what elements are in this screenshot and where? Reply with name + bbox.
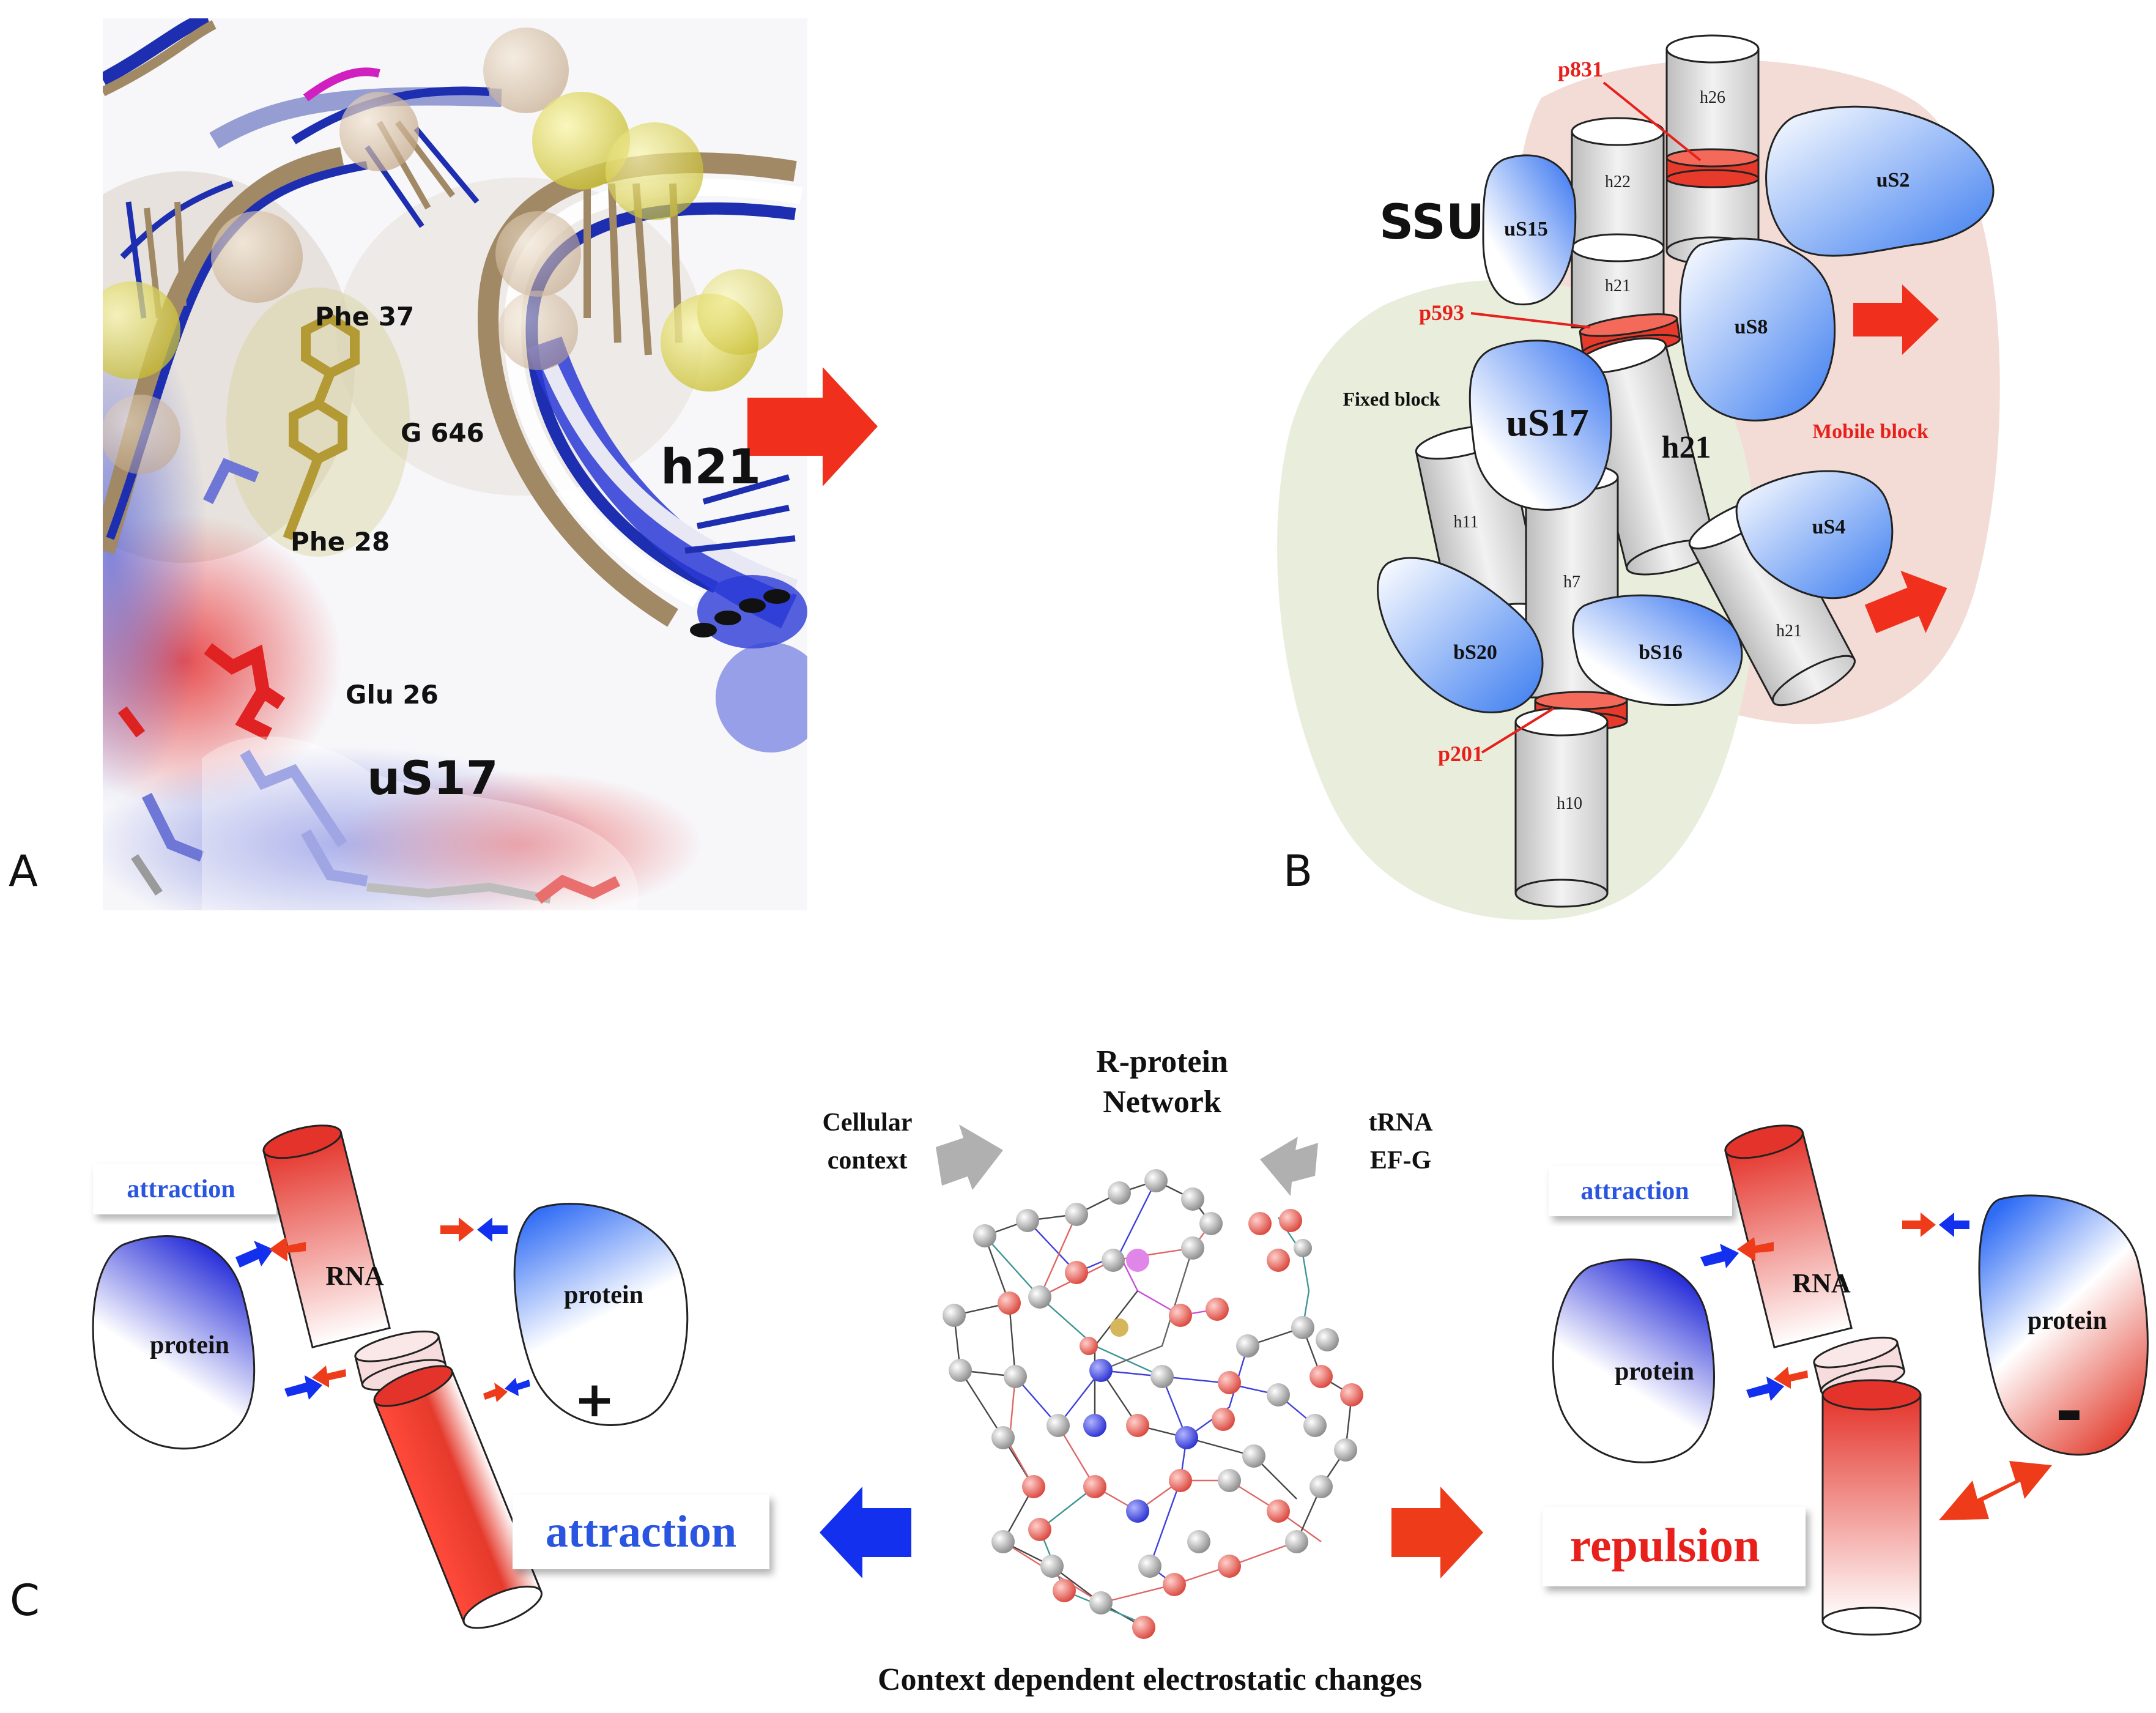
site-label-p593: p593 bbox=[1419, 300, 1464, 325]
input-right-line1: tRNA bbox=[1369, 1109, 1434, 1137]
input-right-line2: EF-G bbox=[1370, 1146, 1431, 1175]
force-arrows-left bbox=[235, 1217, 530, 1402]
scheme-repulsion: attraction protein protein RNA - bbox=[1543, 1124, 2149, 1636]
charge-plus: + bbox=[574, 1371, 615, 1428]
site-label-p201: p201 bbox=[1438, 741, 1483, 766]
force-arrows-right bbox=[1700, 1213, 1969, 1401]
network-graph bbox=[943, 1169, 1363, 1639]
panel-letter-b: B bbox=[1283, 846, 1313, 896]
network-panel: R-protein Network Cellular context tRNA … bbox=[820, 1044, 1483, 1697]
protein-uS17 bbox=[1469, 340, 1612, 511]
attraction-big-label: attraction bbox=[546, 1507, 736, 1557]
protein-bS20 bbox=[1377, 557, 1544, 713]
panel-a: Phe 37 G 646 Phe 28 Glu 26 h21 uS17 A bbox=[9, 18, 878, 910]
protein-uS8 bbox=[1679, 237, 1836, 422]
h21-motion-arrow bbox=[747, 367, 878, 486]
helix-label-h22: h22 bbox=[1605, 173, 1631, 191]
helix-h21-main bbox=[1575, 337, 1717, 576]
mobile-arrow-lower bbox=[1864, 570, 1947, 634]
rna-label-left: RNA bbox=[325, 1261, 384, 1291]
protein-label-bs16: bS16 bbox=[1639, 641, 1683, 664]
protein-label-us4: uS4 bbox=[1812, 516, 1846, 538]
protein-label-left-b: protein bbox=[1615, 1358, 1694, 1386]
label-glu26: Glu 26 bbox=[346, 680, 439, 710]
rna-cylinder-lower-right bbox=[1821, 1379, 1922, 1636]
label-g646: G 646 bbox=[401, 418, 484, 448]
attraction-label-box bbox=[513, 1495, 769, 1569]
panel-letter-c: C bbox=[10, 1575, 40, 1626]
helix-label-h11: h11 bbox=[1454, 513, 1479, 532]
arrow-to-repulsion bbox=[1391, 1487, 1483, 1578]
rna-cylinder-upper-right bbox=[1724, 1124, 1853, 1348]
panel-letter-a: A bbox=[9, 846, 38, 896]
protein-label-us17: uS17 bbox=[1506, 401, 1588, 444]
network-title-line1: R-protein bbox=[1096, 1044, 1228, 1079]
helix-label-h21-upper: h21 bbox=[1605, 277, 1631, 295]
protein-label-right-a: protein bbox=[564, 1281, 643, 1309]
attraction-caption-right: attraction bbox=[1580, 1177, 1689, 1205]
helix-h10 bbox=[1514, 707, 1609, 908]
panel-c: C attraction bbox=[10, 1044, 2149, 1697]
rna-cylinder-upper-left bbox=[262, 1124, 391, 1348]
protein-label-us8: uS8 bbox=[1735, 316, 1768, 338]
context-arrow-left bbox=[936, 1124, 1003, 1190]
helix-h21-upper bbox=[1571, 233, 1665, 329]
helix-label-h21-lower: h21 bbox=[1776, 622, 1802, 641]
protein-right-a bbox=[513, 1203, 689, 1426]
rna-cylinder-lower-left bbox=[373, 1365, 543, 1629]
ssu-title: SSU bbox=[1379, 195, 1484, 250]
attraction-caption-box-right bbox=[1549, 1166, 1732, 1216]
ssu-schematic bbox=[1377, 34, 1995, 908]
arrow-to-attraction bbox=[820, 1487, 911, 1578]
input-left-line2: context bbox=[828, 1146, 908, 1175]
helix-label-h10: h10 bbox=[1557, 794, 1582, 813]
protein-label-left-a: protein bbox=[150, 1331, 229, 1359]
repulsion-big-label: repulsion bbox=[1570, 1518, 1760, 1572]
protein-uS2 bbox=[1765, 105, 1995, 257]
mobile-arrow-upper bbox=[1853, 284, 1939, 355]
protein-label-right-b: protein bbox=[2028, 1307, 2107, 1335]
attraction-caption-left: attraction bbox=[127, 1175, 235, 1203]
helix-label-h26: h26 bbox=[1700, 88, 1725, 107]
fixed-block-label: Fixed block bbox=[1343, 388, 1440, 410]
protein-label-us2: uS2 bbox=[1876, 169, 1910, 191]
helix-label-h21-main: h21 bbox=[1662, 430, 1711, 465]
repulsion-double-arrow bbox=[1939, 1461, 2052, 1520]
molecular-render bbox=[103, 18, 807, 910]
protein-label-us15: uS15 bbox=[1504, 218, 1548, 240]
protein-label-bs20: bS20 bbox=[1453, 641, 1497, 664]
protein-left-a bbox=[92, 1235, 256, 1450]
site-p831-ring bbox=[1665, 148, 1760, 188]
network-title-line2: Network bbox=[1103, 1085, 1221, 1120]
network-footer: Context dependent electrostatic changes bbox=[878, 1662, 1422, 1697]
attraction-caption-box bbox=[93, 1164, 276, 1214]
protein-uS15 bbox=[1482, 154, 1577, 306]
panel-b: h26 h22 h21 h21 h11 h7 h21 h10 uS15 uS2 … bbox=[1277, 34, 2000, 920]
label-us17: uS17 bbox=[367, 751, 498, 805]
label-h21: h21 bbox=[661, 440, 761, 495]
site-label-p831: p831 bbox=[1558, 57, 1603, 81]
label-phe37: Phe 37 bbox=[315, 302, 414, 332]
charge-minus: - bbox=[2055, 1372, 2083, 1451]
helix-h22 bbox=[1571, 117, 1665, 249]
context-arrow-right bbox=[1260, 1137, 1318, 1196]
input-left-line1: Cellular bbox=[823, 1109, 913, 1137]
mobile-block-label: Mobile block bbox=[1812, 420, 1928, 443]
protein-bS16 bbox=[1572, 594, 1743, 706]
scheme-attraction: attraction protein protein bbox=[92, 1124, 769, 1629]
protein-right-b bbox=[1978, 1194, 2149, 1456]
protein-uS4 bbox=[1735, 470, 1894, 600]
rna-label-right: RNA bbox=[1792, 1268, 1851, 1298]
repulsion-label-box bbox=[1543, 1507, 1806, 1586]
label-phe28: Phe 28 bbox=[291, 527, 390, 557]
helix-label-h7: h7 bbox=[1563, 573, 1580, 592]
protein-left-b bbox=[1552, 1258, 1715, 1463]
